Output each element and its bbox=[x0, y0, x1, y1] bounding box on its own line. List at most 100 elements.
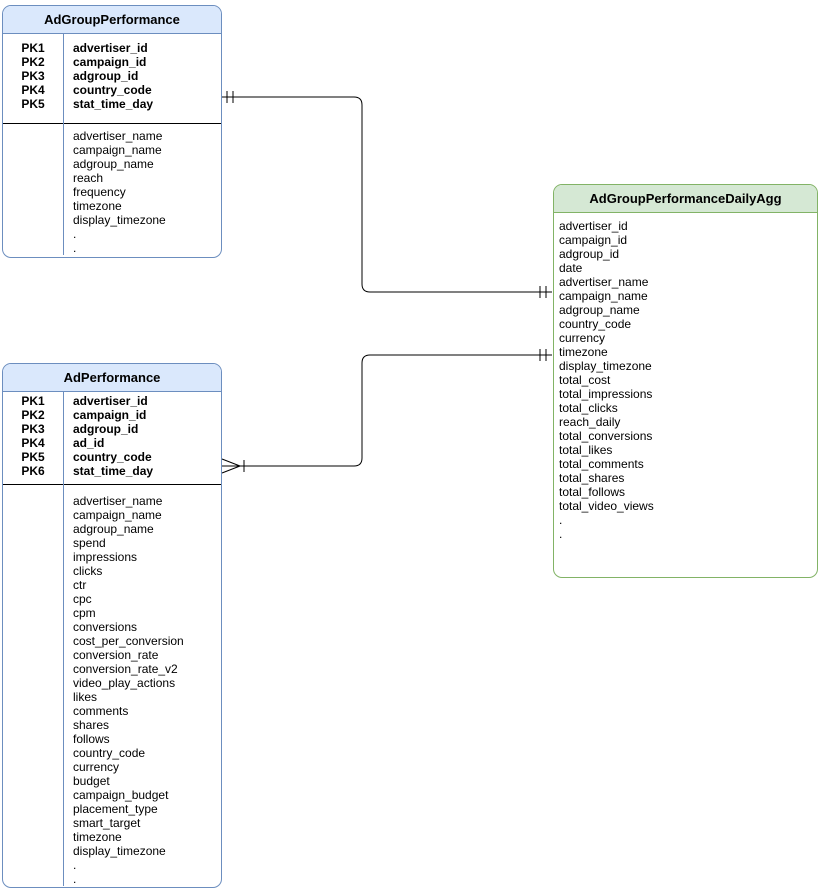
pk-label: PK1 bbox=[21, 41, 45, 55]
attribute-row: campaign_budget bbox=[3, 788, 221, 802]
attribute-row: . bbox=[554, 513, 817, 527]
attribute-name: timezone bbox=[73, 199, 122, 213]
attribute-row: total_conversions bbox=[554, 429, 817, 443]
attribute-name: video_play_actions bbox=[73, 676, 176, 690]
primary-key-row: PK3 adgroup_id bbox=[3, 69, 221, 83]
pk-label: PK6 bbox=[21, 464, 45, 478]
attribute-row: ctr bbox=[3, 578, 221, 592]
pk-column-spacer bbox=[3, 241, 63, 255]
pk-column-spacer bbox=[3, 802, 63, 816]
attribute-row: advertiser_id bbox=[554, 219, 817, 233]
attribute-row: . bbox=[3, 241, 221, 255]
pk-label: PK5 bbox=[21, 450, 45, 464]
attribute-row: clicks bbox=[3, 564, 221, 578]
entity-title: AdPerformance bbox=[3, 364, 221, 392]
entity-table-adperformance: AdPerformance PK1 advertiser_id PK2 camp… bbox=[2, 363, 222, 888]
pk-column-spacer bbox=[3, 550, 63, 564]
entity-table-adgroupperformancedailyagg: AdGroupPerformanceDailyAgg advertiser_id… bbox=[553, 184, 818, 578]
pk-column-spacer bbox=[3, 129, 63, 143]
attribute-row: . bbox=[3, 858, 221, 872]
attribute-name: display_timezone bbox=[73, 844, 166, 858]
attribute-name: total_follows bbox=[559, 485, 626, 499]
pk-field-name: adgroup_id bbox=[73, 69, 139, 83]
pk-column-spacer bbox=[3, 494, 63, 508]
attribute-name: . bbox=[73, 227, 77, 241]
attribute-name: ctr bbox=[73, 578, 87, 592]
attribute-name: adgroup_name bbox=[559, 303, 640, 317]
pk-label: PK3 bbox=[21, 422, 45, 436]
primary-key-row: PK3 adgroup_id bbox=[3, 422, 221, 436]
pk-label: PK2 bbox=[21, 55, 45, 69]
pk-column-spacer bbox=[3, 171, 63, 185]
attribute-name: spend bbox=[73, 536, 106, 550]
attribute-row: currency bbox=[3, 760, 221, 774]
attribute-name: advertiser_name bbox=[73, 494, 163, 508]
primary-key-row: PK2 campaign_id bbox=[3, 408, 221, 422]
attribute-name: . bbox=[559, 527, 563, 541]
pk-column-spacer bbox=[3, 718, 63, 732]
attribute-name: campaign_budget bbox=[73, 788, 169, 802]
primary-key-section: PK1 advertiser_id PK2 campaign_id PK3 ad… bbox=[3, 34, 221, 123]
pk-column-spacer bbox=[3, 746, 63, 760]
attribute-row: cpm bbox=[3, 606, 221, 620]
entity-title: AdGroupPerformance bbox=[3, 6, 221, 34]
primary-key-row: PK2 campaign_id bbox=[3, 55, 221, 69]
pk-column-spacer bbox=[3, 774, 63, 788]
primary-key-row: PK5 country_code bbox=[3, 450, 221, 464]
attribute-row: total_likes bbox=[554, 443, 817, 457]
pk-field-name: campaign_id bbox=[73, 408, 147, 422]
attribute-name: campaign_id bbox=[559, 233, 628, 247]
attribute-name: display_timezone bbox=[73, 213, 166, 227]
attribute-name: adgroup_name bbox=[73, 522, 154, 536]
attribute-name: country_code bbox=[73, 746, 146, 760]
pk-column-spacer bbox=[3, 662, 63, 676]
pk-field-name: country_code bbox=[73, 450, 152, 464]
primary-key-row: PK4 ad_id bbox=[3, 436, 221, 450]
primary-key-row: PK6 stat_time_day bbox=[3, 464, 221, 478]
attribute-name: total_shares bbox=[559, 471, 625, 485]
attribute-row: adgroup_name bbox=[3, 157, 221, 171]
attribute-row: timezone bbox=[3, 199, 221, 213]
attribute-name: date bbox=[559, 261, 583, 275]
attribute-row: timezone bbox=[554, 345, 817, 359]
attribute-name: budget bbox=[73, 774, 110, 788]
attribute-row: advertiser_name bbox=[3, 129, 221, 143]
attribute-name: conversion_rate_v2 bbox=[73, 662, 178, 676]
attribute-row: conversions bbox=[3, 620, 221, 634]
attribute-name: likes bbox=[73, 690, 98, 704]
attribute-name: reach_daily bbox=[559, 415, 621, 429]
attribute-row: country_code bbox=[554, 317, 817, 331]
attribute-section: advertiser_name campaign_name adgroup_na… bbox=[3, 123, 221, 255]
attribute-name: total_impressions bbox=[559, 387, 653, 401]
attribute-name: . bbox=[73, 872, 77, 886]
pk-column-spacer bbox=[3, 143, 63, 157]
attribute-name: conversions bbox=[73, 620, 138, 634]
primary-key-row: PK1 advertiser_id bbox=[3, 41, 221, 55]
attribute-row: display_timezone bbox=[3, 844, 221, 858]
attribute-name: total_likes bbox=[559, 443, 613, 457]
pk-field-name: stat_time_day bbox=[73, 97, 154, 111]
entity-table-adgroupperformance: AdGroupPerformance PK1 advertiser_id PK2… bbox=[2, 5, 222, 258]
attribute-row: advertiser_name bbox=[3, 494, 221, 508]
attribute-name: display_timezone bbox=[559, 359, 652, 373]
attribute-name: campaign_name bbox=[73, 508, 162, 522]
attribute-name: advertiser_name bbox=[559, 275, 649, 289]
attribute-row: comments bbox=[3, 704, 221, 718]
attribute-row: total_comments bbox=[554, 457, 817, 471]
pk-column-spacer bbox=[3, 816, 63, 830]
pk-column-spacer bbox=[3, 620, 63, 634]
attribute-name: country_code bbox=[559, 317, 632, 331]
pk-label: PK2 bbox=[21, 408, 45, 422]
attribute-row: smart_target bbox=[3, 816, 221, 830]
attribute-row: country_code bbox=[3, 746, 221, 760]
attribute-name: timezone bbox=[559, 345, 608, 359]
attribute-name: total_cost bbox=[559, 373, 611, 387]
attribute-row: adgroup_name bbox=[554, 303, 817, 317]
pk-column-spacer bbox=[3, 858, 63, 872]
entity-body: advertiser_id campaign_id adgroup_id dat… bbox=[554, 213, 817, 541]
attribute-name: cpc bbox=[73, 592, 92, 606]
attribute-row: campaign_name bbox=[554, 289, 817, 303]
attribute-name: . bbox=[73, 241, 77, 255]
attribute-name: impressions bbox=[73, 550, 138, 564]
